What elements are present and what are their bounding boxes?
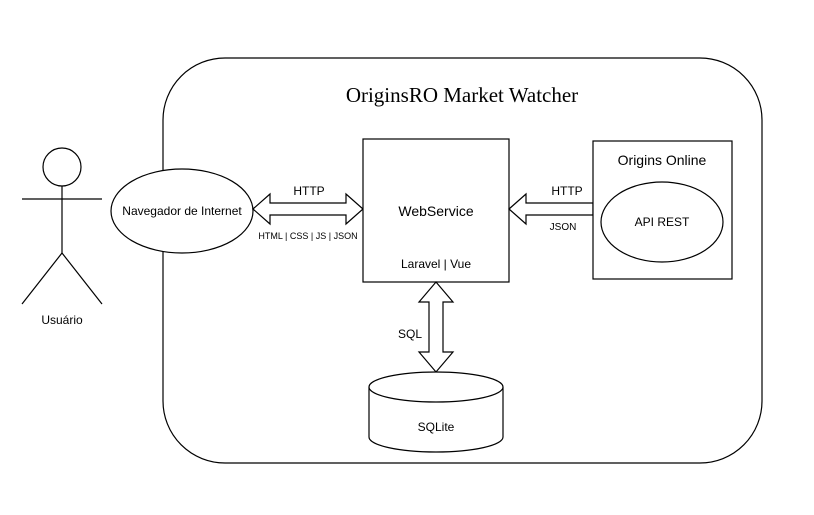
database-cylinder-icon [368,371,504,453]
api-web-protocol: HTTP [551,184,582,198]
webservice-title: WebService [398,203,473,219]
actor-label: Usuário [41,313,83,327]
browser-web-formats: HTML | CSS | JS | JSON [258,231,357,241]
browser-node [110,168,254,254]
browser-label: Navegador de Internet [122,204,242,218]
browser-web-protocol: HTTP [293,184,324,198]
web-db-protocol: SQL [398,327,422,341]
api-rest-label: API REST [635,215,690,229]
api-rest-node [600,181,724,263]
system-title: OriginsRO Market Watcher [346,83,578,107]
webservice-subtitle: Laravel | Vue [401,257,471,271]
user-actor-icon [21,147,103,305]
database-label: SQLite [418,420,455,434]
api-web-format: JSON [550,222,577,233]
origins-online-title: Origins Online [618,152,707,168]
